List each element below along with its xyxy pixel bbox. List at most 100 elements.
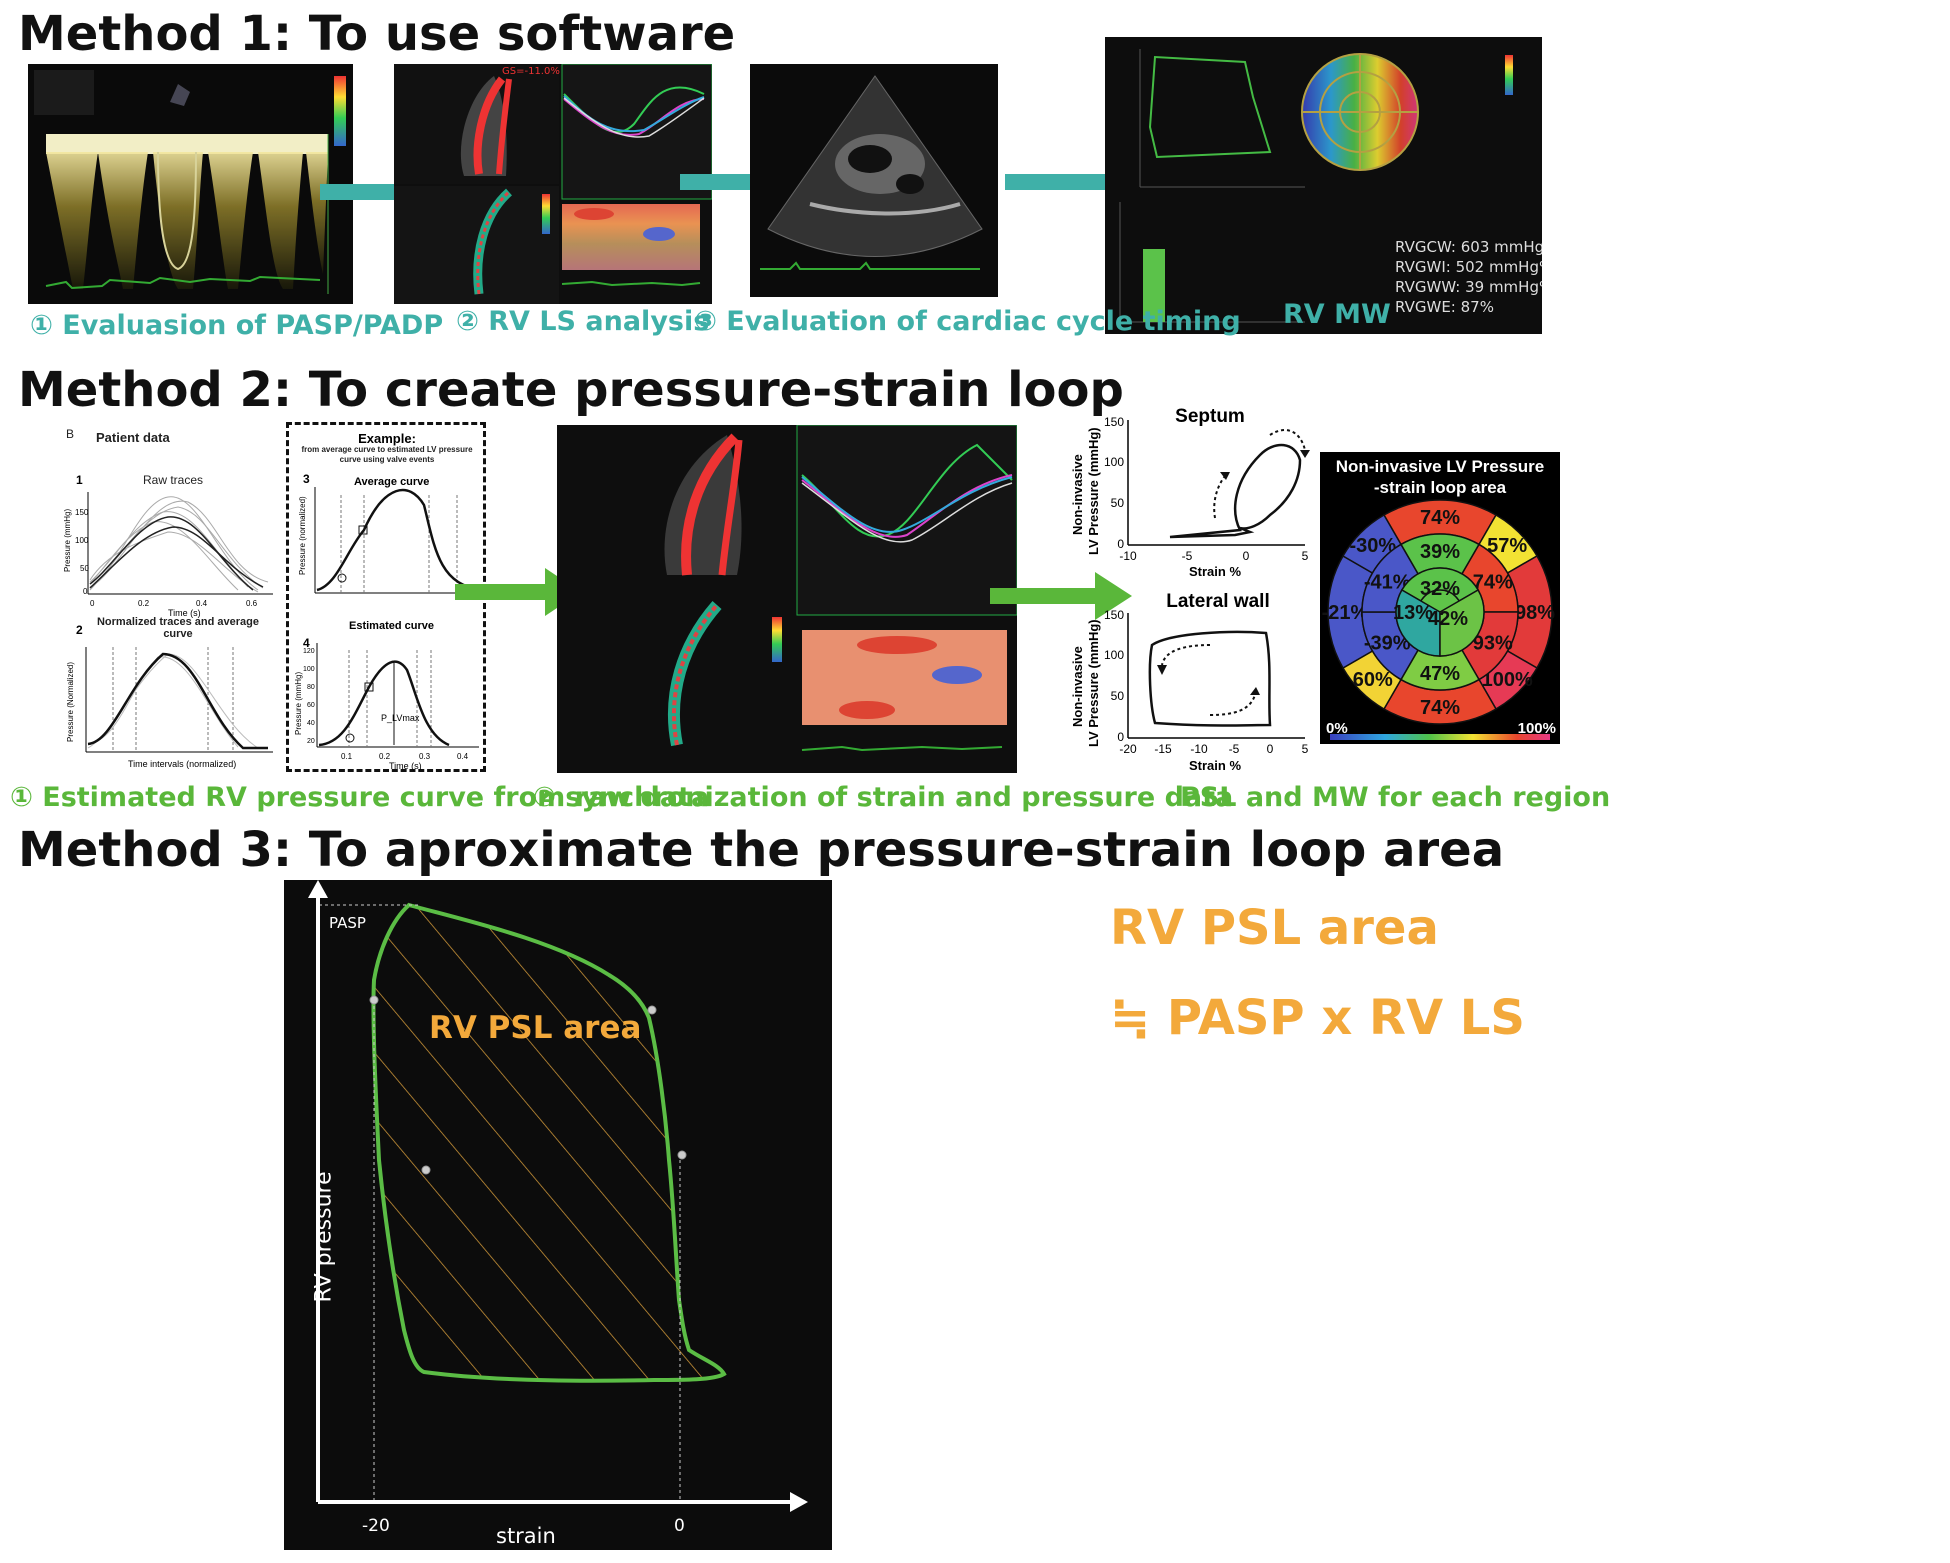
outer-segment-label-3: 100% [1482, 669, 1533, 691]
method2-step2-caption: ② synchronization of strain and pressure… [533, 782, 1234, 813]
est-ytick: 60 [307, 702, 315, 709]
lateral-xtick: 0 [1267, 742, 1274, 756]
est-ytick: 80 [307, 684, 315, 691]
raw-ytick: 150 [75, 508, 89, 517]
rvmw-stat-4: RVGWE: 87% [1395, 298, 1494, 316]
rvmw-stat-2: RVGWI: 502 mmHg% [1395, 258, 1542, 276]
bullseye-panel: Non-invasive LV Pressure -strain loop ar… [1320, 452, 1560, 744]
strain-axis-label: strain [496, 1524, 556, 1548]
rvmw-label: RV MW [1283, 299, 1391, 330]
pasp-label: PASP [329, 914, 366, 932]
raw-xtick: 0.2 [138, 599, 150, 608]
rv-pressure-axis-label: RV pressure [311, 1171, 337, 1303]
septum-ylabel2: LV Pressure (mmHg) [1086, 427, 1101, 555]
middle-segment-label-3: 47% [1420, 663, 1460, 685]
estimated-number: 4 [303, 636, 310, 650]
middle-segment-label-2: 93% [1473, 633, 1513, 655]
outer-segment-label-4: 74% [1420, 697, 1460, 719]
normalized-title: Normalized traces and average curve [96, 616, 260, 640]
raw-xtick: 0.6 [246, 599, 258, 608]
inner-segment-label-0: 32% [1420, 578, 1460, 600]
septum-xlabel: Strain % [1189, 564, 1241, 579]
average-title: Average curve [354, 476, 429, 488]
rvmw-stat-3: RVGWW: 39 mmHg% [1395, 278, 1542, 296]
lateral-xtick: -20 [1119, 742, 1137, 756]
raw-traces-xlabel: Time (s) [168, 608, 201, 618]
septum-xtick: -10 [1119, 549, 1137, 563]
psl-area-image: PASP RV PSL area RV pressure strain -20 … [284, 880, 832, 1550]
lateral-ytick: 0 [1117, 730, 1124, 744]
est-ytick: 100 [303, 666, 315, 673]
septum-xtick: 5 [1302, 549, 1309, 563]
method1-step2-caption: ② RV LS analysis [456, 306, 710, 337]
lateral-ytick: 50 [1111, 689, 1125, 703]
middle-segment-label-1: 74% [1473, 572, 1513, 594]
doppler-image [28, 64, 353, 304]
average-number: 3 [303, 472, 310, 486]
method3-heading: Method 3: To aproximate the pressure-str… [18, 822, 1505, 878]
example-title: Example: [358, 431, 416, 446]
outer-segment-label-0: 74% [1420, 507, 1460, 529]
method2-step3-caption: PSL and MW for each region [1180, 782, 1611, 813]
outer-segment-label-6: -21% [1322, 602, 1369, 624]
bullseye-chart: 74%57%98%100%74%60%-21%-30%39%74%93%47%-… [1322, 499, 1555, 740]
raw-xtick: 0.4 [196, 599, 208, 608]
septum-ytick: 100 [1104, 455, 1124, 469]
lateral-ytick: 100 [1104, 648, 1124, 662]
raw-xtick: 0 [90, 599, 95, 608]
average-ylabel: Pressure (normalized) [298, 496, 307, 575]
est-xtick: 0.3 [419, 752, 431, 761]
septum-ylabel1: Non-invasive [1070, 454, 1085, 535]
method1-step1-caption: ① Evaluasion of PASP/PADP [30, 310, 444, 341]
normalized-xlabel: Time intervals (normalized) [128, 759, 236, 769]
est-ytick: 20 [307, 738, 315, 745]
bullseye-title-line2: -strain loop area [1373, 478, 1507, 497]
normalized-number: 2 [76, 623, 83, 637]
patient-data-title: Patient data [96, 430, 170, 445]
echo-image [750, 64, 998, 297]
outer-segment-label-5: 60% [1353, 669, 1393, 691]
lateral-xtick: -5 [1229, 742, 1240, 756]
middle-segment-label-4: -39% [1364, 633, 1411, 655]
septum-title: Septum [1175, 406, 1245, 427]
outer-segment-label-2: 98% [1515, 602, 1555, 624]
raw-traces-title: Raw traces [143, 473, 203, 487]
formula-line1: RV PSL area [1110, 900, 1439, 956]
est-ytick: 120 [303, 648, 315, 655]
estimated-xlabel: Time (s) [389, 761, 422, 771]
septum-xtick: -5 [1182, 549, 1193, 563]
raw-traces-number: 1 [76, 473, 83, 487]
est-xtick: 0.1 [341, 752, 353, 761]
middle-segment-label-0: 39% [1420, 541, 1460, 563]
lateral-xtick: -15 [1154, 742, 1172, 756]
lateral-wall-loop-chart: Lateral wall Non-invasive LV Pressure (m… [1060, 585, 1320, 780]
septum-ytick: 0 [1117, 537, 1124, 551]
outer-segment-label-1: 57% [1487, 535, 1527, 557]
lateral-xlabel: Strain % [1189, 758, 1241, 773]
method2-step1-caption: ① Estimated RV pressure curve from raw d… [10, 782, 710, 813]
normalized-ylabel: Pressure (Normalized) [66, 662, 75, 742]
xtick-minus-20: -20 [362, 1516, 390, 1536]
formula-line2: ≒ PASP x RV LS [1110, 990, 1525, 1046]
lateral-ylabel1: Non-invasive [1070, 646, 1085, 727]
arrow-4-icon [455, 568, 581, 616]
bullseye-scale-max: 100% [1517, 720, 1556, 737]
inner-segment-2 [1439, 588, 1485, 657]
septum-ytick: 150 [1104, 415, 1124, 429]
septum-loop-chart: Septum Non-invasive LV Pressure (mmHg) 1… [1060, 400, 1320, 590]
sync-image [557, 425, 1017, 773]
strain-value-label: GS=-11.0% [502, 66, 560, 77]
septum-xtick: 0 [1243, 549, 1250, 563]
lateral-xtick: -10 [1190, 742, 1208, 756]
lateral-title: Lateral wall [1166, 591, 1270, 612]
inner-segment-label-2: 42% [1428, 608, 1468, 630]
panel-letter: B [66, 427, 74, 441]
example-subtitle: from average curve to estimated LV press… [301, 445, 473, 464]
lateral-ytick: 150 [1104, 608, 1124, 622]
method1-heading: Method 1: To use software [18, 6, 736, 62]
raw-ytick: 100 [75, 536, 89, 545]
lateral-ylabel2: LV Pressure (mmHg) [1086, 619, 1101, 747]
est-ytick: 40 [307, 720, 315, 727]
method2-heading: Method 2: To create pressure-strain loop [18, 362, 1124, 418]
rvmw-stat-1: RVGCW: 603 mmHg% [1395, 238, 1542, 256]
